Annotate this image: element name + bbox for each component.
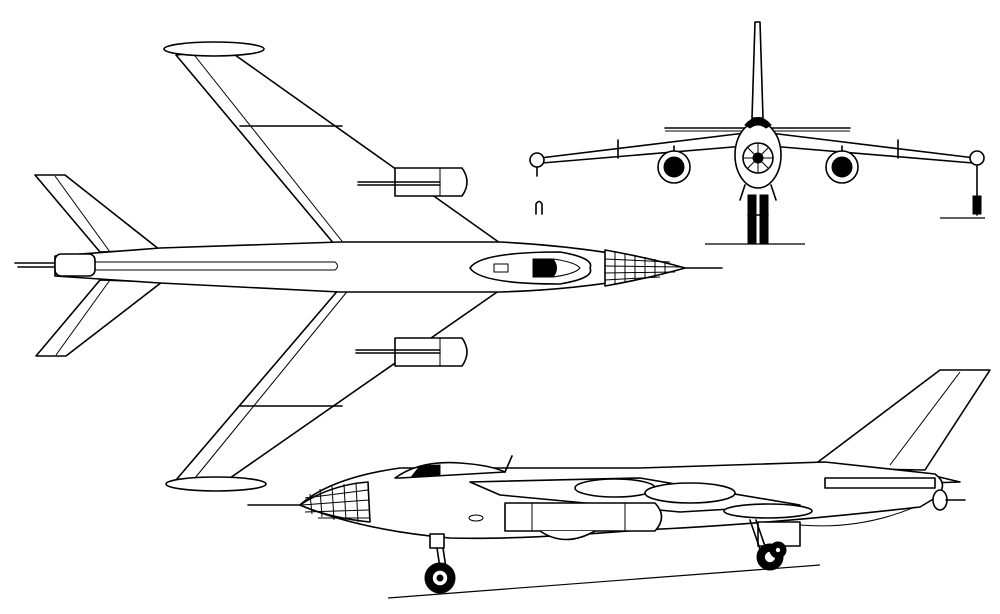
side-view <box>247 369 991 599</box>
plan-glazed-nose <box>604 249 686 287</box>
front-left-wing <box>539 132 746 164</box>
side-glazed-nose <box>299 481 371 523</box>
front-right-wingtip-pod <box>969 150 985 166</box>
plan-lower-tailplane <box>35 279 163 357</box>
front-right-wing <box>769 132 976 164</box>
front-fin <box>751 21 764 119</box>
front-left-wingtip-pod <box>529 152 545 168</box>
side-wingtip-pod <box>723 503 813 519</box>
side-engine <box>504 502 663 541</box>
side-fin <box>809 369 991 471</box>
front-fuselage <box>734 117 782 189</box>
front-landing-gear <box>739 184 777 244</box>
plan-lower-wing <box>175 287 501 481</box>
plan-upper-wing <box>175 49 501 246</box>
front-view <box>529 21 985 245</box>
side-main-landing-gear <box>749 519 801 571</box>
front-right-engine <box>825 145 859 184</box>
plan-lower-engine <box>355 337 468 367</box>
plan-upper-tailplane <box>34 174 161 253</box>
plan-upper-engine <box>357 167 468 197</box>
side-nose-landing-gear <box>424 533 456 594</box>
plan-upper-wingtip-pod <box>163 41 265 57</box>
plan-lower-wingtip-pod <box>165 476 267 492</box>
front-left-engine <box>657 145 691 184</box>
plan-view <box>14 41 723 492</box>
